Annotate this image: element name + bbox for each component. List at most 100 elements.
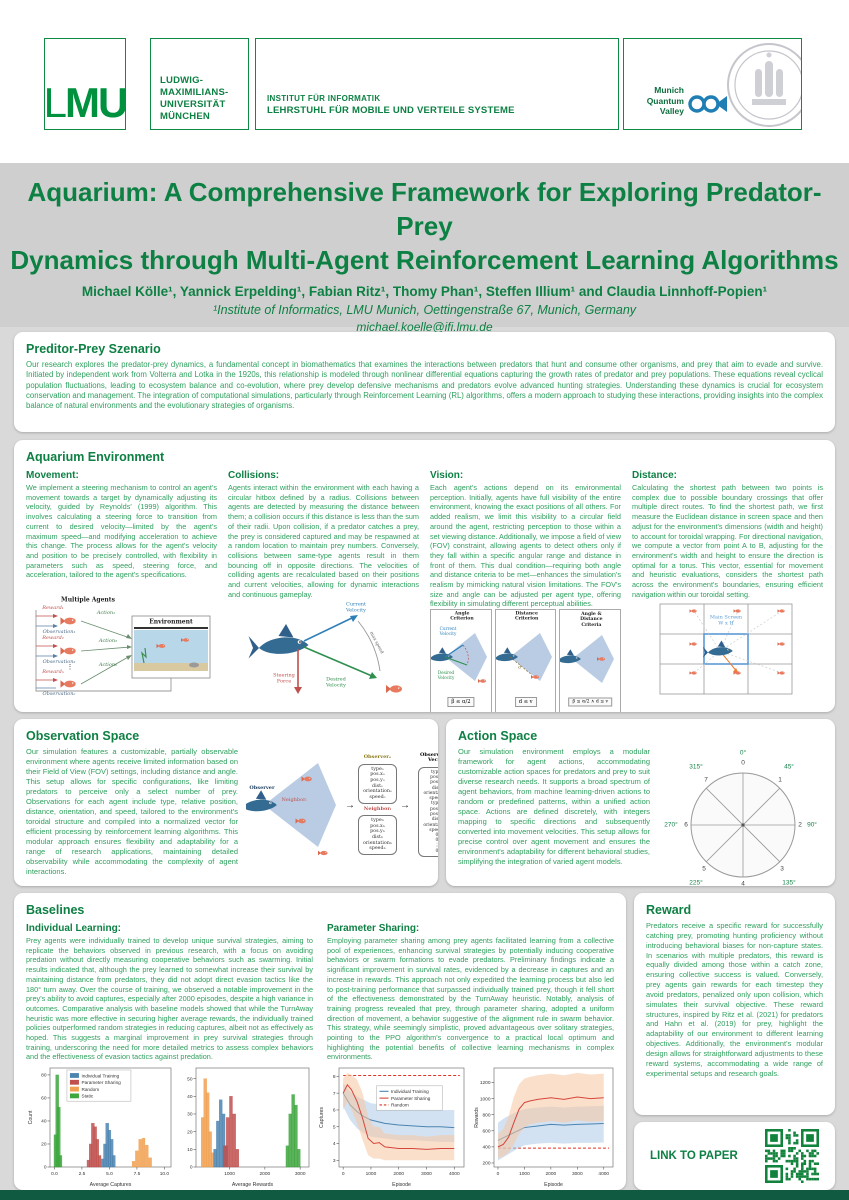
svg-text:4000: 4000 [449,1171,460,1177]
diagram-label: Actionₙ [98,662,118,669]
compass-num: 3 [780,865,784,873]
institute-line1: INSTITUT FÜR INFORMATIK [267,94,381,103]
vision-heading: Vision: [430,470,464,481]
mqv-label: Munich Quantum Valley [646,85,684,117]
svg-text:7: 7 [333,1091,336,1097]
compass-deg: 135° [782,879,796,887]
svg-text:5: 5 [333,1125,336,1131]
svg-text:0.0: 0.0 [51,1171,58,1177]
neighbor-vector: typeₙ pos.xₙ pos.yₙ distₙ orientationₙ s… [358,815,397,855]
parameter-sharing-text: Employing parameter sharing among prey a… [327,936,614,1062]
diagram-label: Reward₁ [42,605,64,612]
movement-heading: Movement: [26,470,79,481]
svg-text:5.0: 5.0 [106,1171,113,1177]
main-screen-label: Main Screen W x H [709,614,743,627]
svg-text:400: 400 [482,1145,490,1151]
collisions-column: Collisions: Agents interact within the e… [228,468,419,700]
svg-text:Rewards: Rewards [474,1107,480,1128]
angle-distance-formula: β ≤ α/2 ∧ d ≤ v [568,697,613,707]
compass-deg: 45° [784,763,794,771]
panel-title: Distance Criterion [514,611,539,623]
diagram-label: Multiple Agents [61,596,115,604]
title-line1: Aquarium: A Comprehensive Framework for … [27,177,822,241]
agent-vectors: Observerₒ typeₒ pos.xₒ pos.yₒ distₒ orie… [358,755,397,855]
svg-text:30: 30 [188,1112,194,1118]
diagram-label: Reward₂ [42,635,64,642]
compass-num: 2 [798,821,802,829]
observation-text: Our simulation features a customizable, … [26,747,238,876]
observer-label: Observer [249,785,275,792]
arrow-icon: → [399,799,410,811]
svg-text:2000: 2000 [545,1171,556,1177]
svg-text:3000: 3000 [295,1171,306,1177]
svg-text:7.5: 7.5 [134,1171,141,1177]
compass-num: 5 [702,865,706,873]
steering-diagram: Current Velocity Steering Force Desired … [228,599,418,703]
svg-text:1000: 1000 [479,1096,490,1102]
svg-text:2000: 2000 [260,1171,271,1177]
neighbor-label: Neighborᵢ [281,797,307,804]
compass-num: 4 [741,880,745,887]
svg-text:Random: Random [391,1103,409,1108]
diagram-label: Desired Velocity [437,670,455,681]
observer-vector: typeₒ pos.xₒ pos.yₒ distₒ orientationₒ s… [358,763,397,804]
diagram-label: Desired Velocity [326,676,346,689]
svg-text:Count: Count [28,1110,34,1124]
svg-text:40: 40 [41,1119,47,1125]
diagram-label: Rewardₙ [42,669,64,676]
university-name-box: LUDWIG- MAXIMILIANS- UNIVERSITÄT MÜNCHEN [150,38,249,130]
svg-text:0: 0 [496,1171,499,1177]
svg-text:4: 4 [333,1141,336,1147]
diagram-label: Current Velocity [345,601,367,614]
svg-text:Random: Random [81,1087,99,1092]
svg-text:3000: 3000 [421,1171,432,1177]
observer-vector-title: Observerₒ [363,754,392,761]
compass-deg: 270° [664,821,678,829]
diagram-label: Observation₁ [42,629,76,636]
svg-text:80: 80 [41,1073,47,1079]
baselines-card: Baselines Individual Learning: Prey agen… [14,893,626,1190]
panel-title: Angle Criterion [450,611,474,623]
lmu-logo: LMU [44,38,126,130]
svg-text:20: 20 [41,1142,47,1148]
diagram-label: Observationₙ [42,691,76,698]
svg-text:0: 0 [342,1171,345,1177]
svg-text:40: 40 [188,1094,194,1100]
svg-text:Parameter Sharing: Parameter Sharing [81,1080,121,1085]
svg-text:800: 800 [482,1113,490,1119]
email-link[interactable]: michael.koelle@ifi.lmu.de [356,320,493,335]
svg-text:Episode: Episode [544,1182,563,1188]
arrow-icon: → [345,799,355,811]
svg-text:3: 3 [333,1158,336,1164]
svg-text:2.5: 2.5 [79,1171,86,1177]
institute-line2: LEHRSTUHL FÜR MOBILE UND VERTEILE SYSTEM… [267,105,515,116]
observation-vector: typeₒ pos.xₒ pos.yₒ distₒ orientationₒ s… [418,766,438,858]
neighbor-vector-title: Neighborᵢ [363,805,392,812]
reward-text: Predators receive a specific reward for … [646,921,823,1078]
observation-diagram: Observer Neighborᵢ → Observerₒ typeₒ pos… [234,747,438,863]
diagram-label: Action₂ [98,638,118,645]
observation-card: Observation Space Our simulation feature… [14,719,438,886]
scenario-heading: Preditor-Prey Szenario [26,342,161,356]
header: LMU LUDWIG- MAXIMILIANS- UNIVERSITÄT MÜN… [0,0,849,163]
link-to-paper[interactable]: LINK TO PAPER [650,1150,738,1162]
distance-heading: Distance: [632,470,678,481]
mqv-infinity-icon [688,95,727,113]
svg-text:200: 200 [482,1161,490,1167]
affiliation: ¹Institute of Informatics, LMU Munich, O… [212,303,637,318]
svg-text:8: 8 [333,1074,336,1080]
scenario-card: Preditor-Prey Szenario Our research expl… [14,332,835,432]
parameter-sharing-column: Parameter Sharing: Employing parameter s… [327,921,614,1062]
angle-formula: β ≤ α/2 [447,697,475,708]
footer-bar [0,1190,849,1200]
distance-criterion-panel: Distance Criterion d d ≤ v [494,609,557,712]
mqv-logo-box: Munich Quantum Valley [623,38,802,130]
authors: Michael Kölle¹, Yannick Erpelding¹, Fabi… [81,284,768,300]
svg-text:1200: 1200 [479,1080,490,1086]
link-card: LINK TO PAPER [634,1122,835,1190]
svg-text:0: 0 [190,1165,193,1171]
